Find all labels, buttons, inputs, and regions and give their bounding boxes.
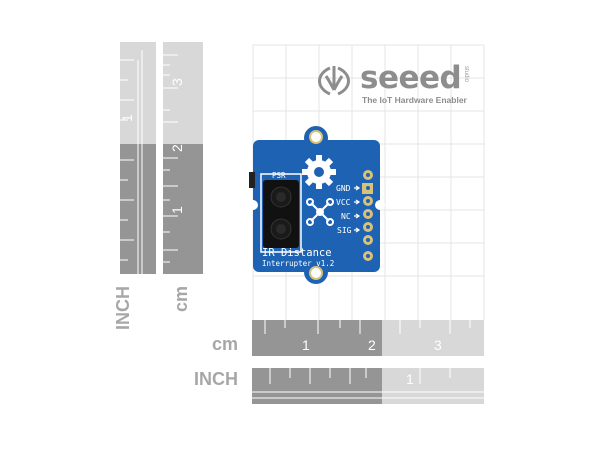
vertical-inch-tick-1: 1 [119, 114, 135, 122]
vertical-inch-ruler [120, 42, 156, 274]
sensor-label: PSR [272, 171, 286, 180]
pin-label-sig: SIG [337, 226, 352, 235]
grove-connector-icon [306, 198, 334, 226]
pin-label-vcc: VCC [336, 198, 351, 207]
gear-icon [302, 155, 336, 189]
seeed-logo-icon [318, 66, 350, 96]
horizontal-cm-label: cm [212, 334, 239, 354]
horizontal-inch-label: INCH [194, 369, 238, 389]
vertical-cm-tick-3: 3 [169, 78, 185, 86]
pin-label-gnd: GND [336, 184, 351, 193]
horizontal-inch-tick-1: 1 [406, 371, 414, 387]
brand-tagline: The IoT Hardware Enabler [362, 95, 467, 105]
vertical-cm-tick-1: 1 [169, 206, 185, 214]
mount-hole-bottom [309, 266, 323, 280]
ir-distance-board: GND VCC NC SIG PSR IR Distance Interrupt… [248, 126, 385, 284]
pin-label-nc: NC [341, 212, 351, 221]
pin-header [362, 170, 373, 261]
horizontal-cm-tick-3: 3 [434, 337, 442, 353]
brand-studio: studio [463, 66, 469, 83]
brand-name: seeed [360, 60, 462, 96]
mount-hole-top [309, 130, 323, 144]
horizontal-cm-tick-1: 1 [302, 337, 310, 353]
vertical-cm-ruler [163, 42, 203, 274]
vertical-cm-label: cm [171, 286, 191, 313]
board-title: IR Distance [262, 247, 332, 259]
horizontal-cm-tick-2: 2 [368, 337, 376, 353]
horizontal-cm-ruler [252, 320, 484, 356]
horizontal-inch-ruler [252, 368, 484, 404]
board-subtitle: Interrupter v1.2 [262, 259, 334, 268]
vertical-cm-tick-2: 2 [169, 144, 185, 152]
vertical-inch-label: INCH [113, 286, 133, 330]
